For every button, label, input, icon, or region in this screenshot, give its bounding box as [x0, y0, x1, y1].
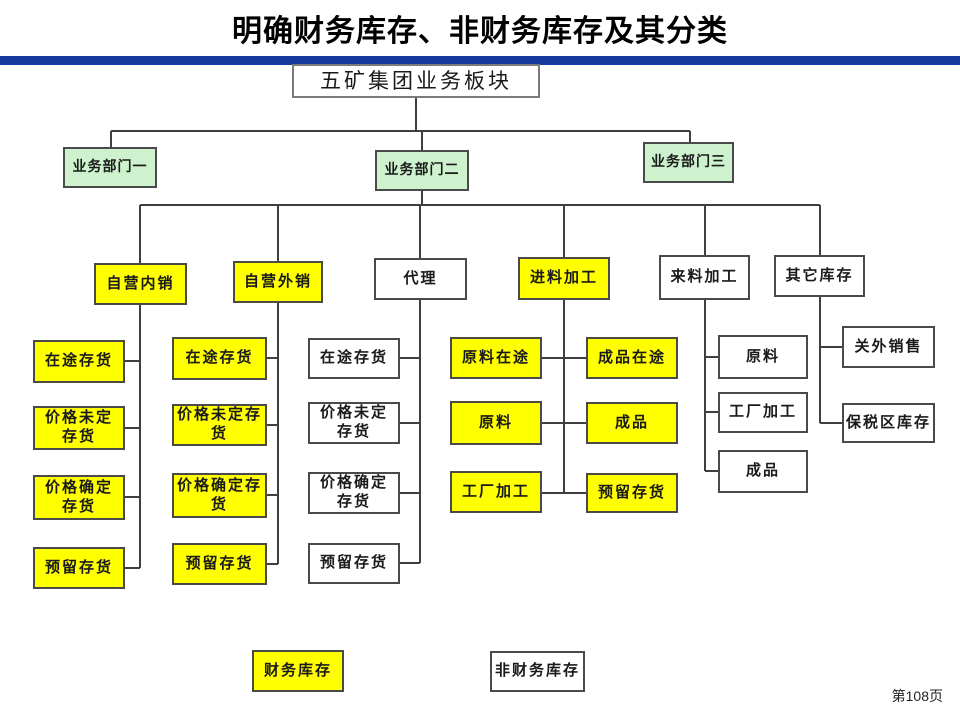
node-col3-reserved-inventory: 预留存货: [308, 543, 400, 584]
connector-dept2-to-categories: [139, 191, 821, 263]
node-supplied-processing: 来料加工: [659, 255, 750, 300]
node-self-operated-export: 自营外销: [233, 261, 323, 303]
node-import-processing: 进料加工: [518, 257, 610, 300]
node-department-1: 业务部门一: [63, 147, 157, 188]
node-col4-finished-goods: 成品: [586, 402, 678, 444]
node-col2-price-undetermined-inventory: 价格未定存货: [172, 404, 267, 446]
node-col1-in-transit-inventory: 在途存货: [33, 340, 125, 383]
node-col4-factory-processing: 工厂加工: [450, 471, 542, 513]
node-col6-bonded-zone-inventory: 保税区库存: [842, 403, 935, 443]
node-col4-finished-goods-in-transit: 成品在途: [586, 337, 678, 379]
connector-col-supplied-processing: [704, 300, 718, 472]
node-col2-price-determined-inventory: 价格确定存货: [172, 473, 267, 518]
node-other-inventory: 其它库存: [774, 255, 865, 297]
node-col3-in-transit-inventory: 在途存货: [308, 338, 400, 379]
node-col3-price-undetermined-inventory: 价格未定存货: [308, 402, 400, 444]
node-col4-raw-material: 原料: [450, 401, 542, 445]
node-agency: 代理: [374, 258, 467, 300]
node-col1-price-undetermined-inventory: 价格未定存货: [33, 406, 125, 450]
node-department-3: 业务部门三: [643, 142, 734, 183]
accent-divider-bar: [0, 56, 960, 65]
slide-title: 明确财务库存、非财务库存及其分类: [232, 15, 728, 48]
node-root-business-segments: 五矿集团业务板块: [292, 64, 540, 98]
node-col2-reserved-inventory: 预留存货: [172, 543, 267, 585]
node-col2-in-transit-inventory: 在途存货: [172, 337, 267, 380]
node-col5-raw-material: 原料: [718, 335, 808, 379]
node-col3-price-determined-inventory: 价格确定存货: [308, 472, 400, 514]
node-self-operated-domestic: 自营内销: [94, 263, 187, 305]
node-col4-raw-material-in-transit: 原料在途: [450, 337, 542, 379]
page-number: 第108页: [891, 688, 943, 704]
connector-root-to-departments: [110, 98, 691, 150]
node-col1-price-determined-inventory: 价格确定存货: [33, 475, 125, 520]
node-col5-factory-processing: 工厂加工: [718, 392, 808, 433]
connector-col-other-inventory: [819, 297, 842, 424]
node-col1-reserved-inventory: 预留存货: [33, 547, 125, 589]
connector-col-self-export: [267, 303, 279, 565]
node-col6-outside-customs-sales: 关外销售: [842, 326, 935, 368]
connector-col-agency: [400, 300, 421, 564]
node-col5-finished-goods: 成品: [718, 450, 808, 493]
node-department-2: 业务部门二: [375, 150, 469, 191]
node-col4-reserved-inventory: 预留存货: [586, 473, 678, 513]
connector-col-import-processing: [542, 300, 586, 494]
legend-non-financial-inventory: 非财务库存: [490, 651, 585, 692]
legend-financial-inventory: 财务库存: [252, 650, 344, 692]
connector-col-self-domestic: [125, 305, 141, 569]
